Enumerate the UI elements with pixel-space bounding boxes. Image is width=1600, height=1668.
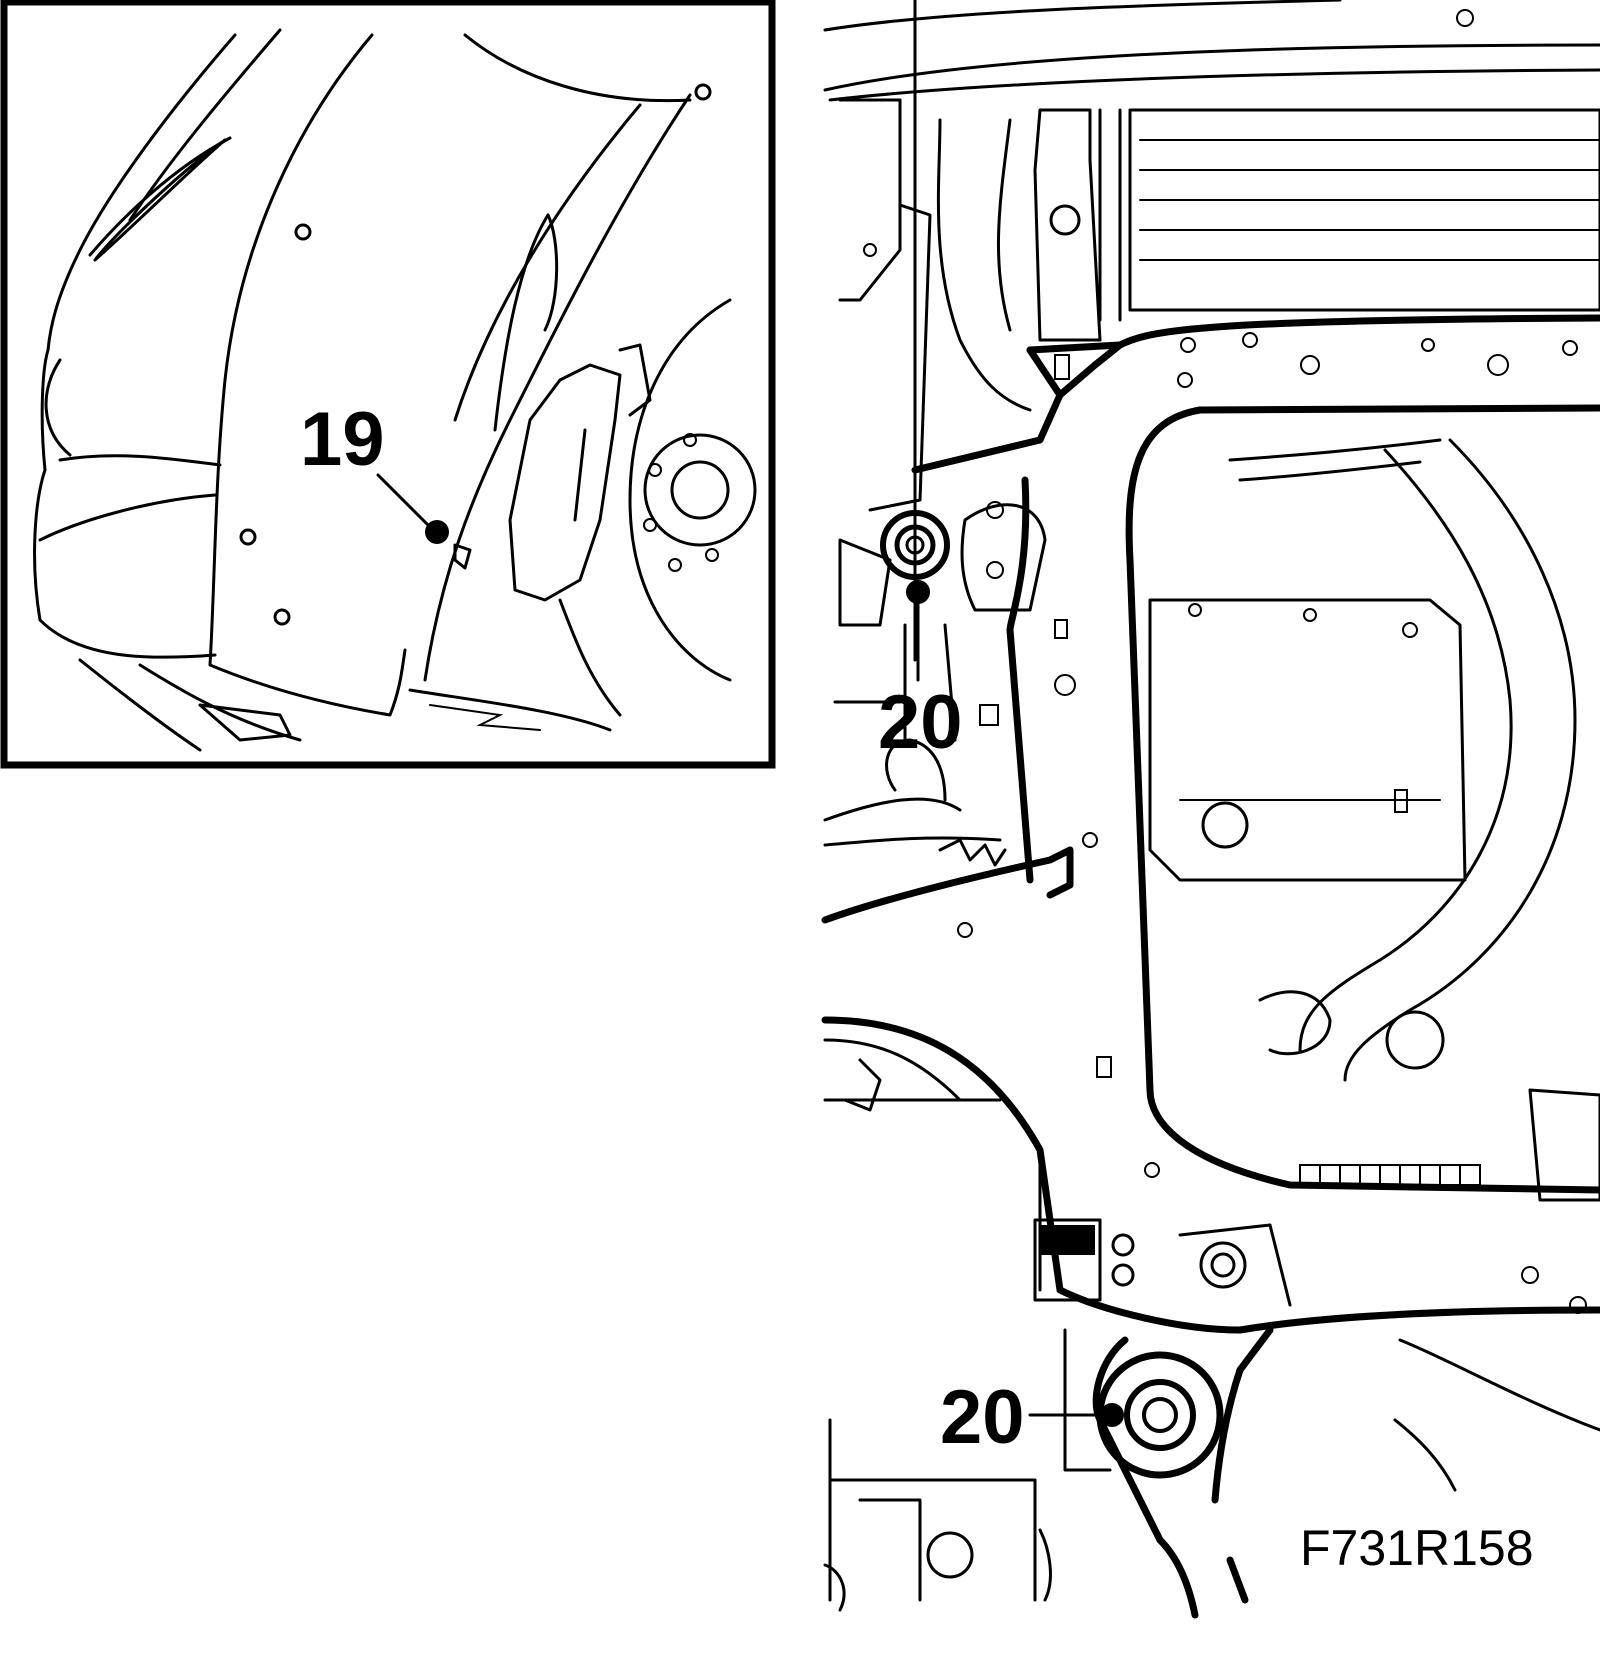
ground-line	[408, 688, 612, 732]
brake-caliper	[508, 343, 652, 717]
exhaust-pipe	[1228, 438, 1577, 1082]
subframe-holes	[957, 332, 1578, 1178]
upper-hose	[936, 118, 1032, 412]
liner-screw	[694, 83, 712, 101]
wheel-hub	[628, 298, 757, 682]
callout-19: 19	[300, 397, 472, 570]
callout-20-upper-label: 20	[878, 680, 963, 765]
bumper-edge	[823, 43, 1600, 92]
bumper-edge	[823, 0, 1342, 32]
main-subframe-view: 20 20 F731R158	[821, 0, 1600, 1619]
callout-20-lower-dot	[1100, 1403, 1124, 1427]
grille-comb	[1299, 1164, 1481, 1186]
liner-tab	[198, 703, 292, 742]
callout-20-upper: 20	[833, 580, 963, 765]
front-bracket	[838, 98, 1102, 512]
callout-20-lower-label: 20	[940, 1375, 1025, 1460]
inset-wheel-arch-view: 19	[0, 0, 776, 769]
liner-screw	[273, 608, 291, 626]
radiator	[1098, 108, 1600, 322]
callout-20-lower: 20	[940, 1375, 1124, 1460]
front-bumper	[33, 28, 302, 752]
fastener-clip	[453, 543, 472, 570]
figure-code: F731R158	[1300, 1520, 1534, 1576]
callout-19-dot	[425, 520, 449, 544]
liner-screw	[239, 528, 257, 546]
lower-arch	[823, 1038, 962, 1102]
hub-center	[670, 460, 730, 520]
oil-pan	[1148, 598, 1467, 882]
right-mount	[1528, 1088, 1600, 1202]
inset-frame	[0, 0, 776, 769]
callout-19-label: 19	[300, 397, 385, 482]
subframe	[821, 314, 1600, 1619]
liner-screw	[294, 223, 312, 241]
wheel-arch-liner	[208, 33, 712, 717]
lower-hole	[926, 1531, 974, 1579]
rear-mount	[1033, 1218, 1292, 1307]
harness-clip	[885, 738, 947, 802]
